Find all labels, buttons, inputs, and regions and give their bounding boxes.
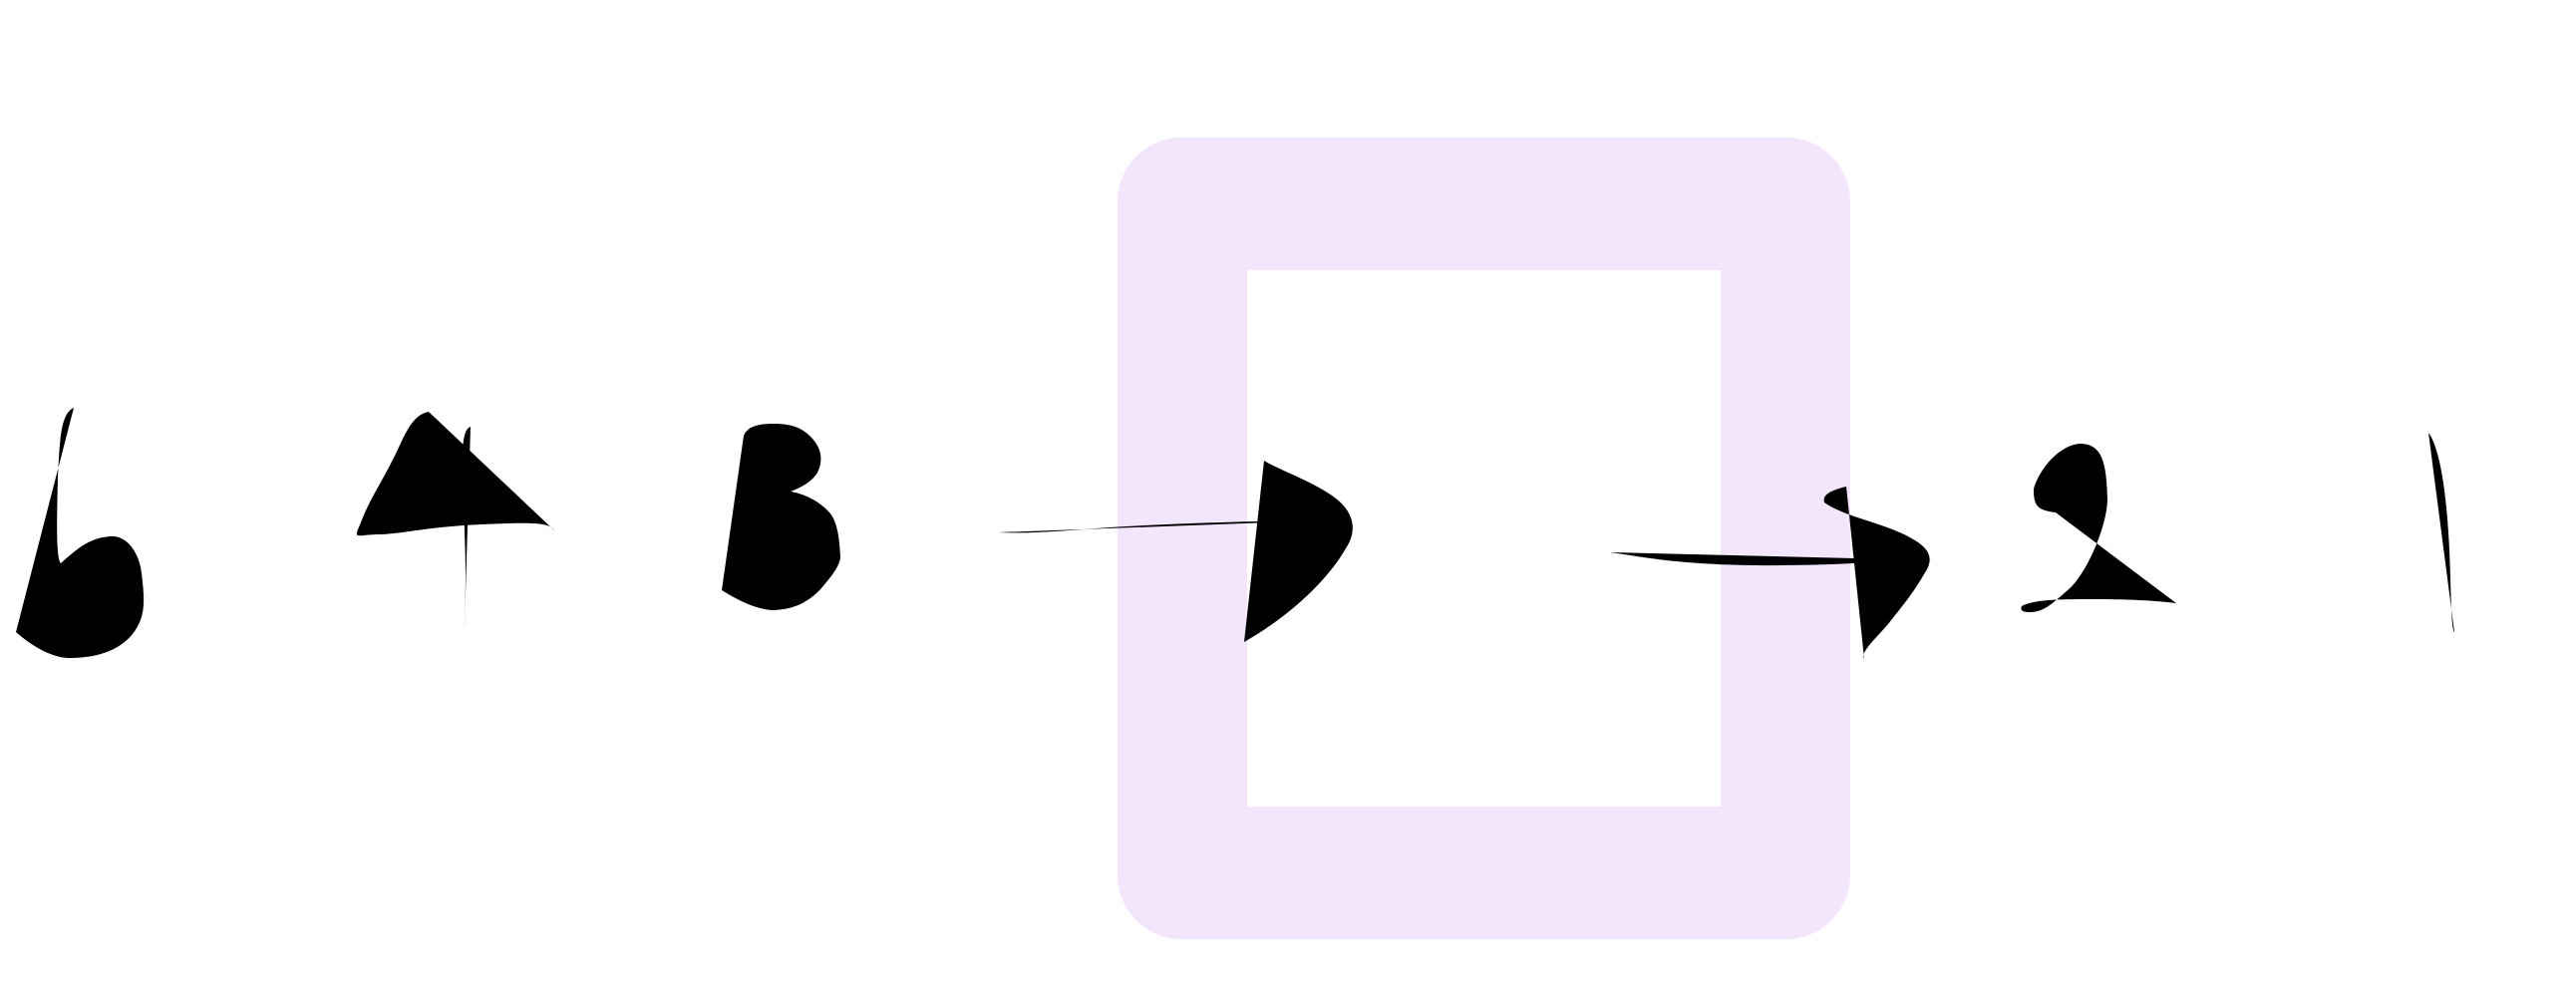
digit-1 <box>2428 433 2454 632</box>
digit-1-stroke <box>2428 433 2454 632</box>
arrow-head <box>1823 487 1930 659</box>
arrow-right <box>998 461 1353 642</box>
digit-4-stroke <box>356 412 554 626</box>
digit-3 <box>722 424 840 610</box>
arrow-shaft <box>1610 552 1934 566</box>
digit-4 <box>356 412 554 626</box>
digit-5-stroke <box>16 408 204 658</box>
arrow-head <box>1244 461 1353 642</box>
digit-5 <box>16 408 204 658</box>
arrow-right <box>1610 487 1934 659</box>
digit-3-stroke <box>722 424 840 610</box>
digit-2 <box>2021 444 2176 612</box>
highlight-frame <box>1118 138 1850 939</box>
digit-2-stroke <box>2021 444 2176 612</box>
arrow-shaft <box>998 520 1326 533</box>
